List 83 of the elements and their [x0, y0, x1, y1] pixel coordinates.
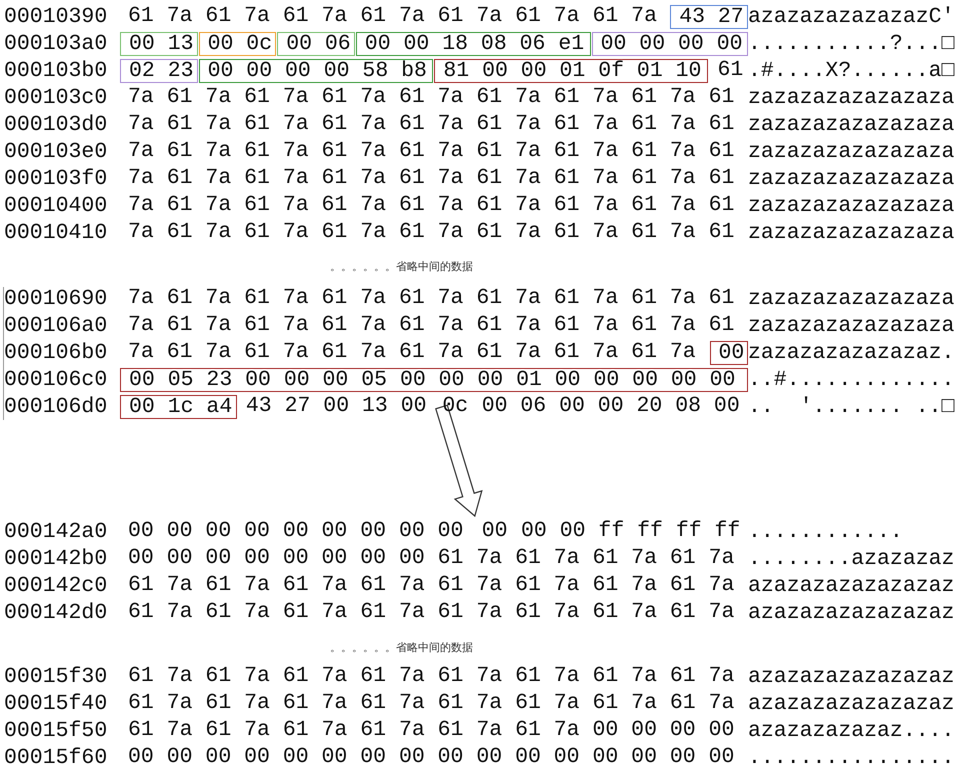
ascii-text: azazazazazazazaz: [748, 601, 954, 625]
hex-byte: 0c: [434, 395, 473, 419]
hex-bytes: 7a 61 7a 61 7a 61 7a 61 7a 61 7a 61 7a 61 7a: [127, 341, 697, 365]
hex-bytes: 61 7a 61 7a 61 7a 61 7a 61 7a 61 7a 61 7a: [127, 5, 658, 29]
ascii-text: zazazazazazazaza: [748, 86, 954, 110]
hex-bytes: 00 06 00 00 20 08 00: [480, 395, 741, 419]
hex-bytes: 7a 61 7a 61 7a 61 7a 61 7a 61 7a 61 7a 61 7a 61: [127, 287, 736, 311]
highlight-box: 02 23: [120, 59, 198, 83]
hex-bytes: 7a 61 7a 61 7a 61 7a 61 7a 61 7a 61 7a 61 7a 61: [127, 113, 736, 137]
hex-bytes: 7a 61 7a 61 7a 61 7a 61 7a 61 7a 61 7a 61 7a 61: [127, 86, 736, 110]
address: 00015f40: [4, 692, 108, 716]
ascii-text: zazazazazazazaza: [748, 113, 954, 137]
ascii-text: azazazazazaz....: [748, 719, 954, 743]
ascii-text: .#....X?......a□: [748, 59, 954, 83]
hex-bytes: 61 7a 61 7a 61 7a 61 7a 61 7a 61 7a 61 7a 61 7a: [127, 692, 736, 716]
hex-bytes: 7a 61 7a 61 7a 61 7a 61 7a 61 7a 61 7a 61 7a 61: [127, 167, 736, 191]
ascii-text: azazazazazazazaz: [748, 574, 954, 598]
hex-bytes: 61 7a 61 7a 61 7a 61 7a 61 7a 61 7a 00 00 00 00: [127, 719, 736, 743]
ascii-text: ..#.............: [748, 368, 954, 392]
address: 000103a0: [4, 32, 108, 56]
address: 000106c0: [4, 368, 108, 392]
highlight-box: 00 06: [277, 32, 355, 56]
address: 00010390: [4, 5, 108, 29]
address: 000142a0: [4, 520, 108, 544]
ascii-text: zazazazazazazaza: [748, 314, 954, 338]
ascii-text: ................: [748, 746, 954, 770]
highlight-box: 43 27: [670, 5, 748, 29]
ascii-text: zazazazazazazaza: [748, 221, 954, 245]
hex-bytes: 61 7a 61 7a 61 7a 61 7a 61 7a 61 7a 61 7a 61 7a: [127, 665, 736, 689]
ascii-text: azazazazazazazaz: [748, 665, 954, 689]
address: 000103c0: [4, 86, 108, 110]
address: 000103b0: [4, 59, 108, 83]
ascii-text: azazazazazazazaz: [748, 692, 954, 716]
highlight-box: 00 00 00 00: [592, 32, 748, 56]
highlight-box: 00 00 00 00 58 b8: [198, 59, 434, 83]
highlight-box: 81 00 00 01 0f 01 10: [434, 59, 708, 83]
hex-bytes: 00 00 00 00 00 00 00 00 00 00 00 00 00 00 00 00: [127, 746, 736, 770]
ascii-text: ...........?...□: [748, 32, 954, 56]
address: 000103e0: [4, 140, 108, 164]
hex-bytes: 61 7a 61 7a 61 7a 61 7a 61 7a 61 7a 61 7a 61 7a: [127, 601, 736, 625]
ascii-text: zazazazazazazaza: [748, 194, 954, 218]
hollow-arrow: [435, 404, 483, 518]
address: 00010400: [4, 194, 108, 218]
ascii-text: ............: [748, 520, 903, 544]
ascii-text: .. '....... ..□: [748, 395, 954, 419]
hex-bytes: 7a 61 7a 61 7a 61 7a 61 7a 61 7a 61 7a 61 7a 61: [127, 314, 736, 338]
address: 00015f60: [4, 746, 108, 770]
address: 000142d0: [4, 601, 108, 625]
ascii-text: zazazazazazazaza: [748, 140, 954, 164]
address: 000142c0: [4, 574, 108, 598]
address: 00015f50: [4, 719, 108, 743]
address: 000142b0: [4, 547, 108, 571]
highlight-box: 00: [710, 341, 748, 365]
address: 00010410: [4, 221, 108, 245]
address: 000106d0: [4, 395, 108, 419]
hex-bytes: 7a 61 7a 61 7a 61 7a 61 7a 61 7a 61 7a 61 7a 61: [127, 221, 736, 245]
ascii-text: zazazazazazazaza: [748, 167, 954, 191]
hex-bytes: 7a 61 7a 61 7a 61 7a 61 7a 61 7a 61 7a 61 7a 61: [127, 140, 736, 164]
highlight-box: 00 0c: [198, 32, 276, 56]
ascii-text: zazazazazazazaz.: [748, 341, 954, 365]
ascii-text: azazazazazazazC': [748, 5, 954, 29]
ascii-text: zazazazazazazaza: [748, 287, 954, 311]
address: 000103d0: [4, 113, 108, 137]
hex-byte: 00: [474, 520, 512, 544]
omission-note: 。。。。。。省略中间的数据: [330, 642, 473, 653]
hex-bytes: 61 7a 61 7a 61 7a 61 7a 61 7a 61 7a 61 7a 61 7a: [127, 574, 736, 598]
address: 000106a0: [4, 314, 108, 338]
address: 000103f0: [4, 167, 108, 191]
hex-bytes: 61: [716, 59, 744, 83]
hex-bytes: 43 27 00 13 00: [244, 395, 428, 419]
hex-bytes: 00 00 00 00 00 00 00 00 00: [127, 520, 464, 544]
omission-note: 。。。。。。省略中间的数据: [330, 261, 473, 272]
address: 00015f30: [4, 665, 108, 689]
address: 000106b0: [4, 341, 108, 365]
hex-bytes: 00 00 00 00 00 00 00 00 61 7a 61 7a 61 7a 61 7a: [127, 547, 736, 571]
address: 00010690: [4, 287, 108, 311]
hex-bytes: 00 00 ff ff ff ff: [520, 520, 742, 544]
hex-bytes: 7a 61 7a 61 7a 61 7a 61 7a 61 7a 61 7a 61 7a 61: [127, 194, 736, 218]
highlight-box: 00 1c a4: [120, 395, 237, 419]
ascii-text: ........azazazaz: [748, 547, 954, 571]
highlight-box: 00 05 23 00 00 00 05 00 00 00 01 00 00 00 00 00: [120, 368, 748, 392]
highlight-box: 00 00 18 08 06 e1: [356, 32, 591, 56]
highlight-box: 00 13: [120, 32, 198, 56]
